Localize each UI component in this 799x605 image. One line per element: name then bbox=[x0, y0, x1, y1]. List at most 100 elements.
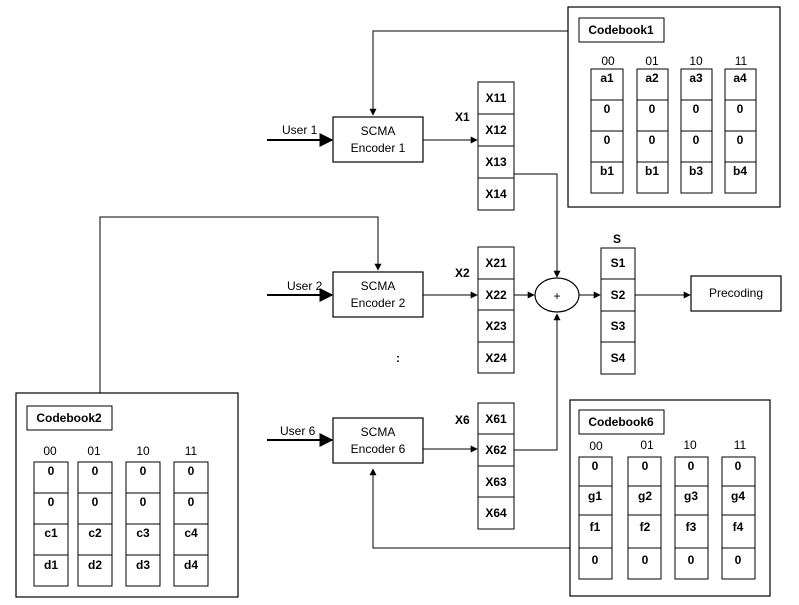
code-label: 01 bbox=[645, 54, 659, 68]
vector-cell: X12 bbox=[485, 123, 507, 137]
vector-cell: X63 bbox=[485, 475, 507, 489]
code-label: 10 bbox=[136, 444, 150, 458]
codeword-cell: 0 bbox=[48, 495, 55, 509]
encoder-2: SCMA Encoder 2 bbox=[332, 271, 424, 318]
code-label: 11 bbox=[185, 444, 198, 458]
encoder6-line1: SCMA bbox=[361, 425, 396, 439]
vector-cell: X14 bbox=[485, 187, 507, 201]
codeword-cell: 0 bbox=[140, 495, 147, 509]
x1-to-summer-line bbox=[514, 173, 561, 278]
codebook2-to-encoder2-line bbox=[99, 216, 382, 393]
user1-label: User 1 bbox=[282, 123, 318, 137]
vector-cell: S2 bbox=[611, 288, 626, 302]
codeword-cell: a1 bbox=[600, 71, 614, 85]
codeword-cell: 0 bbox=[688, 459, 695, 473]
codebook2: Codebook2 00 01 10 11 0 0 c1 d1 0 0 c2 d… bbox=[15, 392, 239, 598]
vector-cell: X11 bbox=[486, 91, 507, 105]
vector-cell: S1 bbox=[611, 256, 626, 270]
codeword-cell: 0 bbox=[92, 495, 99, 509]
vector-cell: X62 bbox=[485, 443, 507, 457]
codeword-cell: d3 bbox=[136, 558, 150, 572]
codeword-cell: c1 bbox=[44, 526, 58, 540]
codeword-cell: 0 bbox=[140, 464, 147, 478]
vector-cell: X13 bbox=[485, 155, 507, 169]
vector-cell: X21 bbox=[485, 256, 507, 270]
codeword-cell: 0 bbox=[688, 553, 695, 567]
plus-symbol: + bbox=[553, 289, 560, 303]
codeword-cell: f4 bbox=[733, 520, 744, 534]
code-label: 01 bbox=[87, 444, 101, 458]
codeword-cell: 0 bbox=[735, 459, 742, 473]
codeword-cell: 0 bbox=[92, 464, 99, 478]
codeword-cell: g3 bbox=[684, 489, 698, 503]
precoding-block: Precoding bbox=[690, 275, 782, 312]
codeword-cell: a4 bbox=[733, 71, 747, 85]
vector-cell: X23 bbox=[485, 319, 507, 333]
x6-label: X6 bbox=[455, 413, 470, 427]
codeword-cell: 0 bbox=[649, 133, 656, 147]
codebook6-title: Codebook6 bbox=[588, 415, 654, 429]
codeword-cell: 0 bbox=[735, 553, 742, 567]
codeword-cell: 0 bbox=[188, 495, 195, 509]
codeword-cell: c2 bbox=[88, 526, 102, 540]
ellipsis: : bbox=[396, 351, 400, 365]
code-label: 11 bbox=[734, 438, 747, 452]
codeword-cell: a2 bbox=[645, 71, 659, 85]
vector-cell: S3 bbox=[611, 319, 626, 333]
encoder-6: SCMA Encoder 6 bbox=[332, 417, 424, 464]
encoder6-line2: Encoder 6 bbox=[351, 442, 406, 456]
vector-cell: X22 bbox=[485, 288, 507, 302]
vector-x6: X61 X62 X63 X64 bbox=[477, 402, 515, 530]
codeword-cell: g2 bbox=[638, 489, 652, 503]
code-label: 10 bbox=[689, 54, 703, 68]
vector-cell: X64 bbox=[485, 506, 507, 520]
code-label: 10 bbox=[683, 438, 697, 452]
codebook6-to-encoder6-line bbox=[369, 468, 570, 549]
vector-cell: X24 bbox=[485, 351, 507, 365]
codeword-cell: a3 bbox=[689, 71, 703, 85]
codebook1-to-encoder1-line bbox=[369, 30, 568, 116]
codebook1-title: Codebook1 bbox=[588, 23, 654, 37]
encoder2-line2: Encoder 2 bbox=[351, 296, 406, 310]
summer: + bbox=[534, 277, 580, 313]
codeword-cell: b1 bbox=[645, 164, 659, 178]
precoding-label: Precoding bbox=[709, 286, 763, 300]
codeword-cell: f1 bbox=[590, 520, 601, 534]
codeword-cell: d4 bbox=[184, 558, 198, 572]
vector-x1: X11 X12 X13 X14 bbox=[477, 81, 515, 211]
encoder2-line1: SCMA bbox=[361, 279, 396, 293]
codeword-cell: 0 bbox=[188, 464, 195, 478]
codeword-cell: 0 bbox=[592, 553, 599, 567]
codeword-cell: 0 bbox=[604, 102, 611, 116]
s-label: S bbox=[613, 232, 621, 246]
codeword-cell: b3 bbox=[689, 164, 703, 178]
codeword-cell: 0 bbox=[642, 459, 649, 473]
x2-label: X2 bbox=[455, 266, 470, 280]
codeword-cell: 0 bbox=[48, 464, 55, 478]
codebook1: Codebook1 00 01 10 11 a1 0 0 b1 a2 0 0 b… bbox=[567, 6, 781, 208]
vector-cell: S4 bbox=[611, 351, 626, 365]
encoder1-line1: SCMA bbox=[361, 124, 396, 138]
codeword-cell: b4 bbox=[733, 164, 747, 178]
code-label: 11 bbox=[735, 54, 748, 68]
codeword-cell: 0 bbox=[737, 102, 744, 116]
codeword-cell: c4 bbox=[184, 526, 198, 540]
user6-label: User 6 bbox=[280, 424, 316, 438]
codebook6: Codebook6 00 01 10 11 0 g1 f1 0 0 g2 f2 … bbox=[569, 399, 771, 597]
vector-x2: X21 X22 X23 X24 bbox=[477, 246, 515, 374]
codeword-cell: f3 bbox=[686, 520, 697, 534]
user2-label: User 2 bbox=[287, 279, 323, 293]
codeword-cell: c3 bbox=[136, 526, 150, 540]
code-label: 01 bbox=[640, 438, 654, 452]
encoder-1: SCMA Encoder 1 bbox=[332, 116, 424, 163]
codeword-cell: d1 bbox=[44, 558, 58, 572]
codeword-cell: 0 bbox=[737, 133, 744, 147]
code-label: 00 bbox=[601, 54, 615, 68]
codeword-cell: d2 bbox=[88, 558, 102, 572]
code-label: 00 bbox=[43, 444, 57, 458]
codebook2-title: Codebook2 bbox=[36, 411, 102, 425]
codeword-cell: 0 bbox=[592, 459, 599, 473]
vector-cell: X61 bbox=[485, 412, 507, 426]
codeword-cell: f2 bbox=[640, 520, 651, 534]
codeword-cell: b1 bbox=[600, 164, 614, 178]
